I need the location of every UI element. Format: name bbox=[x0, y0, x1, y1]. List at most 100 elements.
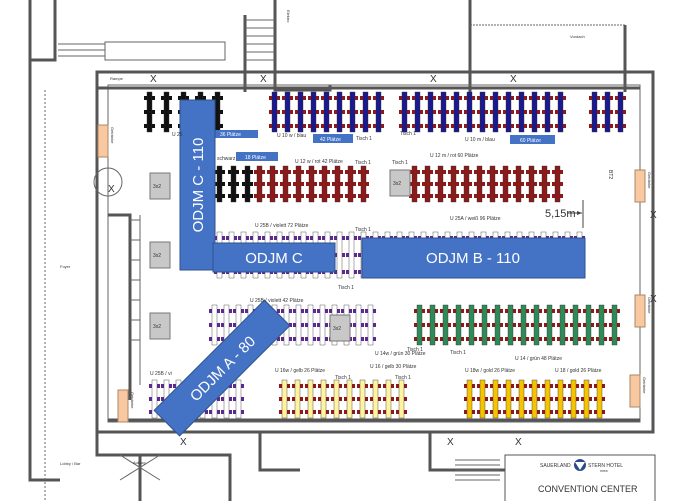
chair bbox=[570, 323, 573, 327]
table-unit bbox=[228, 165, 239, 203]
chair bbox=[293, 182, 296, 186]
dimension-marker: 5,15m bbox=[545, 200, 584, 228]
chair bbox=[531, 337, 534, 341]
chair bbox=[589, 96, 592, 100]
chair bbox=[274, 236, 277, 240]
table bbox=[235, 379, 242, 419]
chair bbox=[511, 96, 514, 100]
chair bbox=[563, 397, 566, 401]
chair bbox=[602, 110, 605, 114]
chair bbox=[542, 96, 545, 100]
table bbox=[214, 91, 221, 133]
chair bbox=[521, 194, 524, 198]
chair bbox=[513, 194, 516, 198]
chair bbox=[500, 182, 503, 186]
chair bbox=[306, 236, 309, 240]
chair bbox=[314, 182, 317, 186]
chair bbox=[399, 124, 402, 128]
table-unit bbox=[503, 91, 514, 133]
chair bbox=[220, 124, 223, 128]
table-one-label: Tisch 1 bbox=[400, 131, 416, 137]
chair bbox=[354, 270, 357, 274]
chair bbox=[303, 124, 306, 128]
chair bbox=[433, 96, 436, 100]
chair bbox=[451, 110, 454, 114]
chair bbox=[308, 110, 311, 114]
chair bbox=[316, 110, 319, 114]
chair bbox=[344, 410, 347, 414]
chair bbox=[157, 397, 160, 401]
chair bbox=[279, 397, 282, 401]
chair bbox=[516, 397, 519, 401]
chair bbox=[578, 323, 581, 327]
chair bbox=[513, 182, 516, 186]
chair bbox=[250, 182, 253, 186]
chair bbox=[301, 323, 304, 327]
chair bbox=[453, 337, 456, 341]
chair bbox=[282, 110, 285, 114]
chair bbox=[303, 110, 306, 114]
table-unit bbox=[360, 91, 371, 133]
table bbox=[429, 304, 436, 346]
chair bbox=[542, 397, 545, 401]
table-unit bbox=[461, 165, 472, 203]
table-unit bbox=[555, 379, 566, 419]
table-unit bbox=[346, 231, 357, 279]
chair bbox=[602, 410, 605, 414]
chair bbox=[498, 410, 501, 414]
chair bbox=[542, 410, 545, 414]
chair bbox=[344, 397, 347, 401]
chair bbox=[485, 410, 488, 414]
chair bbox=[203, 96, 206, 100]
table-unit bbox=[529, 379, 540, 419]
chair bbox=[412, 110, 415, 114]
table-unit bbox=[399, 91, 410, 133]
chair bbox=[361, 323, 364, 327]
table-unit bbox=[383, 379, 394, 419]
table bbox=[295, 165, 302, 203]
chair bbox=[357, 410, 360, 414]
drinks-station: Getränke bbox=[97, 124, 115, 158]
table bbox=[271, 91, 278, 133]
chair bbox=[161, 384, 164, 388]
seat-badges: 36 Plätze 42 Plätze 60 Plätze 18 Plätze bbox=[213, 130, 555, 161]
chair bbox=[594, 397, 597, 401]
chair bbox=[301, 170, 304, 174]
table bbox=[531, 91, 538, 133]
chair bbox=[552, 323, 555, 327]
chair bbox=[513, 337, 516, 341]
table-unit bbox=[609, 304, 620, 346]
chair bbox=[516, 410, 519, 414]
chair bbox=[505, 309, 508, 313]
table-unit bbox=[555, 91, 566, 133]
chair bbox=[414, 309, 417, 313]
chair bbox=[552, 337, 555, 341]
table-one-label: Tisch 1 bbox=[338, 285, 354, 291]
table bbox=[455, 304, 462, 346]
chair bbox=[327, 170, 330, 174]
chair bbox=[610, 96, 613, 100]
table-one-label: Tisch 1 bbox=[407, 347, 423, 353]
table bbox=[505, 379, 512, 419]
chair bbox=[345, 182, 348, 186]
chair bbox=[568, 384, 571, 388]
table-unit bbox=[144, 91, 155, 133]
chair bbox=[422, 337, 425, 341]
chair bbox=[610, 110, 613, 114]
chair bbox=[524, 410, 527, 414]
table-unit bbox=[438, 91, 449, 133]
table-unit bbox=[321, 91, 332, 133]
chair bbox=[485, 124, 488, 128]
chair bbox=[339, 384, 342, 388]
chair bbox=[596, 309, 599, 313]
chair bbox=[354, 236, 357, 240]
chair bbox=[589, 124, 592, 128]
table-one-label: Tisch 1 bbox=[335, 375, 351, 381]
table-unit bbox=[280, 165, 291, 203]
chair bbox=[589, 397, 592, 401]
chair bbox=[544, 337, 547, 341]
room-label-elektro: Elektro bbox=[286, 10, 291, 23]
chair bbox=[383, 397, 386, 401]
chair bbox=[169, 124, 172, 128]
chair bbox=[474, 337, 477, 341]
